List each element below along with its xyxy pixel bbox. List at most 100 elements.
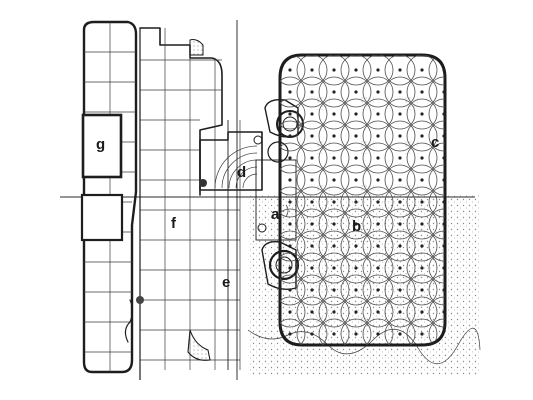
- tree-trunk: [398, 310, 402, 314]
- tree-canopy: [280, 142, 306, 174]
- tree-canopy: [384, 274, 416, 306]
- tree-canopy: [280, 186, 306, 218]
- tree-canopy: [406, 55, 438, 86]
- tree-canopy: [406, 252, 438, 284]
- tree-canopy: [340, 164, 372, 196]
- tree-trunk: [420, 68, 424, 72]
- paving-texture: [360, 96, 374, 110]
- tree-canopy: [340, 274, 372, 306]
- tree-canopy: [296, 76, 328, 108]
- tree-canopy: [428, 142, 445, 174]
- tree-canopy: [428, 98, 445, 130]
- paving-texture: [404, 96, 418, 110]
- building-g-block: [81, 113, 123, 179]
- tree-trunk: [442, 112, 445, 116]
- tree-canopy: [384, 120, 416, 152]
- tree-canopy: [280, 208, 306, 240]
- tree-canopy: [296, 120, 328, 152]
- tree-canopy: [340, 76, 372, 108]
- tree-canopy: [384, 318, 416, 345]
- tree-trunk: [398, 332, 402, 336]
- tree-canopy: [428, 296, 445, 328]
- label-b: b: [352, 218, 361, 235]
- label-a: a: [271, 206, 280, 223]
- tree-canopy: [280, 120, 306, 152]
- tree-canopy: [406, 164, 438, 196]
- tree-canopy: [318, 98, 350, 130]
- tree-trunk: [398, 200, 402, 204]
- tree-canopy: [362, 230, 394, 262]
- tree-canopy: [296, 55, 328, 86]
- tree-trunk: [442, 200, 445, 204]
- tree-trunk: [310, 90, 314, 94]
- tree-canopy: [406, 186, 438, 218]
- paving-texture: [360, 316, 374, 330]
- paving-texture: [360, 228, 374, 242]
- tree-canopy: [362, 208, 394, 240]
- tree-trunk: [398, 90, 402, 94]
- tree-trunk: [354, 90, 358, 94]
- tree-trunk: [310, 222, 314, 226]
- tree-trunk: [442, 244, 445, 248]
- tree-canopy: [318, 55, 350, 86]
- tree-trunk: [288, 90, 292, 94]
- label-d: d: [237, 164, 246, 181]
- tree-canopy: [406, 120, 438, 152]
- tree-trunk: [332, 244, 336, 248]
- label-c: c: [431, 134, 439, 151]
- tree-canopy: [428, 76, 445, 108]
- paving-texture: [316, 316, 330, 330]
- tree-canopy: [362, 274, 394, 306]
- tree-trunk: [398, 244, 402, 248]
- tree-canopy: [296, 296, 328, 328]
- tree-trunk: [354, 68, 358, 72]
- tree-canopy: [428, 318, 445, 345]
- tree-trunk: [310, 68, 314, 72]
- tree-trunk: [310, 310, 314, 314]
- tree-canopy: [318, 142, 350, 174]
- tree-trunk: [288, 156, 292, 160]
- tree-trunk: [420, 134, 424, 138]
- tree-canopy: [280, 76, 306, 108]
- tree-trunk: [398, 222, 402, 226]
- tree-trunk: [310, 266, 314, 270]
- tree-canopy: [428, 274, 445, 306]
- paving-texture: [404, 316, 418, 330]
- tree-trunk: [376, 332, 380, 336]
- tree-canopy: [362, 296, 394, 328]
- tree-canopy: [280, 55, 306, 86]
- tree-canopy: [296, 208, 328, 240]
- tree-canopy: [340, 98, 372, 130]
- tree-trunk: [442, 156, 445, 160]
- tree-canopy: [406, 76, 438, 108]
- tree-trunk: [442, 178, 445, 182]
- tree-canopy: [318, 274, 350, 306]
- tree-trunk: [354, 200, 358, 204]
- tree-trunk: [354, 266, 358, 270]
- paving-texture: [360, 272, 374, 286]
- tree-canopy: [406, 98, 438, 130]
- tree-canopy: [384, 230, 416, 262]
- tree-canopy: [362, 55, 394, 86]
- tree-trunk: [376, 112, 380, 116]
- tree-trunk: [288, 288, 292, 292]
- amphitheater: [199, 131, 263, 191]
- pavilion-lower: [261, 240, 300, 291]
- tree-canopy: [362, 186, 394, 218]
- tree-trunk: [310, 178, 314, 182]
- tree-canopy: [340, 186, 372, 218]
- tree-grove: [278, 53, 447, 347]
- paving-texture: [316, 96, 330, 110]
- tree-trunk: [442, 90, 445, 94]
- tree-trunk: [332, 266, 336, 270]
- tree-trunk: [398, 266, 402, 270]
- label-g: g: [96, 136, 105, 153]
- tree-trunk: [354, 310, 358, 314]
- tree-canopy: [280, 318, 306, 345]
- tree-trunk: [420, 332, 424, 336]
- tree-canopy: [362, 120, 394, 152]
- tree-canopy: [318, 318, 350, 345]
- tree-trunk: [288, 244, 292, 248]
- tree-canopy: [362, 142, 394, 174]
- tree-canopy: [428, 55, 445, 86]
